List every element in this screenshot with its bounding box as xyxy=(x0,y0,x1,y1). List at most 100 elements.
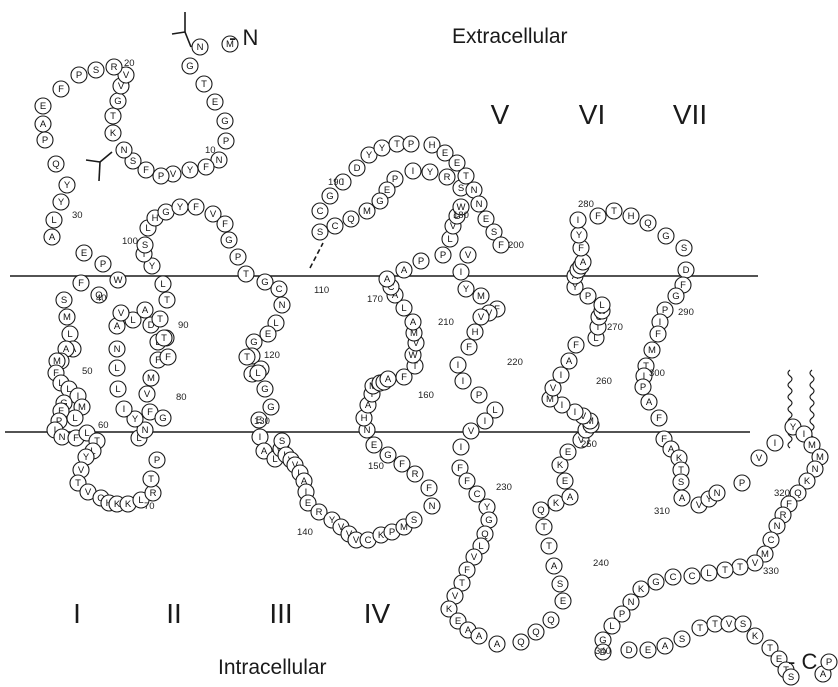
residue-number: 180 xyxy=(453,210,469,221)
amino-acid-residue: F xyxy=(73,275,89,291)
amino-acid-residue: C xyxy=(271,281,287,297)
amino-acid-residue: C xyxy=(665,569,681,585)
svg-text:V: V xyxy=(78,465,85,476)
svg-text:T: T xyxy=(737,562,743,573)
svg-text:N: N xyxy=(59,432,66,443)
svg-text:P: P xyxy=(389,527,395,538)
svg-text:I: I xyxy=(577,215,580,226)
svg-text:Y: Y xyxy=(132,414,139,425)
residue-number: 280 xyxy=(578,199,594,210)
amino-acid-residue: I xyxy=(116,401,132,417)
svg-text:E: E xyxy=(645,645,651,656)
svg-text:V: V xyxy=(465,250,472,261)
svg-text:V: V xyxy=(123,70,130,81)
amino-acid-residue: T xyxy=(606,203,622,219)
svg-text:L: L xyxy=(492,405,497,416)
amino-acid-residue: G xyxy=(257,381,273,397)
amino-acid-residue: V xyxy=(113,305,129,321)
residue-number: 290 xyxy=(678,307,694,318)
helix-label-v: V xyxy=(491,99,510,130)
amino-acid-residue: G xyxy=(263,399,279,415)
svg-text:F: F xyxy=(73,433,79,444)
amino-acid-residue: N xyxy=(471,196,487,212)
svg-text:L: L xyxy=(401,303,406,314)
svg-text:S: S xyxy=(317,227,323,238)
svg-text:P: P xyxy=(76,70,82,81)
svg-text:K: K xyxy=(557,460,564,471)
svg-text:I: I xyxy=(561,400,564,411)
amino-acid-residue: C xyxy=(469,486,485,502)
svg-text:I: I xyxy=(560,370,563,381)
amino-acid-residue: T xyxy=(732,559,748,575)
amino-acid-residue: F xyxy=(651,410,667,426)
svg-text:I: I xyxy=(460,267,463,278)
residue-number: 60 xyxy=(98,420,109,431)
svg-text:Q: Q xyxy=(547,615,554,626)
svg-text:V: V xyxy=(353,535,360,546)
svg-text:I: I xyxy=(774,438,777,449)
svg-text:L: L xyxy=(273,318,278,329)
amino-acid-residue: A xyxy=(380,371,396,387)
residue-number: 70 xyxy=(144,501,155,512)
svg-text:P: P xyxy=(585,291,591,302)
svg-text:S: S xyxy=(130,156,136,167)
amino-acid-residue: Y xyxy=(374,140,390,156)
helix-label-ii: II xyxy=(166,598,182,629)
amino-acid-residue: P xyxy=(403,136,419,152)
svg-text:K: K xyxy=(110,128,117,139)
helix-label-i: I xyxy=(73,598,81,629)
svg-text:V: V xyxy=(210,209,217,220)
amino-acid-residue: L xyxy=(110,381,126,397)
svg-text:N: N xyxy=(142,425,149,436)
amino-acid-residue: I xyxy=(570,212,586,228)
residue-number: 190 xyxy=(328,177,344,188)
svg-text:T: T xyxy=(110,111,116,122)
amino-acid-residue: F xyxy=(394,456,410,472)
svg-text:A: A xyxy=(384,274,391,285)
svg-text:A: A xyxy=(566,356,573,367)
svg-text:G: G xyxy=(652,577,659,588)
amino-acid-residue: D xyxy=(678,262,694,278)
svg-text:C: C xyxy=(474,489,481,500)
svg-text:A: A xyxy=(385,374,392,385)
svg-text:Y: Y xyxy=(366,150,373,161)
amino-acid-residue: E xyxy=(207,94,223,110)
svg-text:S: S xyxy=(681,243,687,254)
svg-text:Y: Y xyxy=(379,143,386,154)
svg-text:I: I xyxy=(460,442,463,453)
amino-acid-residue: T xyxy=(541,538,557,554)
svg-text:I: I xyxy=(484,416,487,427)
svg-text:C: C xyxy=(689,571,696,582)
svg-text:V: V xyxy=(756,453,763,464)
svg-text:E: E xyxy=(483,214,489,225)
amino-acid-residue: L xyxy=(62,326,78,342)
amino-acid-residue: P xyxy=(95,256,111,272)
svg-text:A: A xyxy=(580,257,587,268)
svg-text:N: N xyxy=(216,155,223,166)
svg-text:L: L xyxy=(115,384,120,395)
svg-text:L: L xyxy=(130,315,135,326)
residue-number: 250 xyxy=(581,439,597,450)
amino-acid-residue: S xyxy=(137,237,153,253)
amino-acid-residue: V xyxy=(139,386,155,402)
svg-text:V: V xyxy=(550,383,557,394)
svg-text:F: F xyxy=(203,162,209,173)
svg-text:R: R xyxy=(316,507,323,518)
svg-text:D: D xyxy=(354,163,361,174)
svg-text:S: S xyxy=(61,295,67,306)
amino-acid-residue: M xyxy=(644,342,660,358)
svg-text:F: F xyxy=(165,352,171,363)
amino-acid-residue: F xyxy=(459,473,475,489)
svg-text:C: C xyxy=(365,535,372,546)
amino-acid-residue: A xyxy=(471,628,487,644)
svg-text:E: E xyxy=(560,596,566,607)
amino-acid-residue: P xyxy=(413,253,429,269)
svg-text:A: A xyxy=(261,446,268,457)
svg-text:T: T xyxy=(611,206,617,217)
svg-text:F: F xyxy=(656,413,662,424)
residue-number: 340 xyxy=(595,646,611,657)
amino-acid-residue: T xyxy=(239,349,255,365)
residue-number: 220 xyxy=(507,357,523,368)
svg-text:Y: Y xyxy=(576,230,583,241)
